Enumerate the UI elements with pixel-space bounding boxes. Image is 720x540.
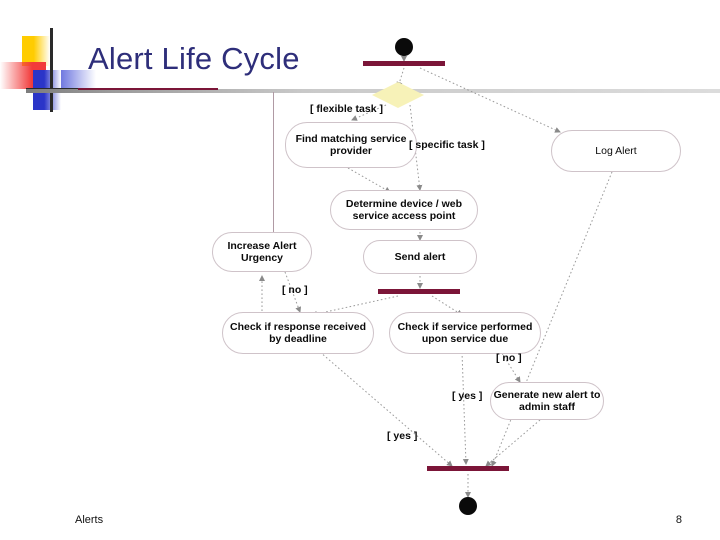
activity-find-matching-service-provider: Find matching service provider [285, 122, 417, 168]
activity-label: Check if service performed upon service … [397, 321, 533, 345]
final-node [459, 497, 477, 515]
fork-bar-top [363, 61, 445, 66]
activity-send-alert: Send alert [363, 240, 477, 274]
join-bar-middle [378, 289, 460, 294]
slide-number: 8 [675, 514, 682, 526]
activity-log-alert: Log Alert [551, 130, 681, 172]
initial-node [395, 38, 413, 56]
activity-label: Log Alert [595, 145, 637, 157]
activity-label: Increase Alert Urgency [227, 240, 297, 264]
activity-generate-new-alert-admin: Generate new alert to admin staff [490, 382, 604, 420]
guard-no-service: [ no ] [496, 352, 522, 364]
page-title: Alert Life Cycle [88, 41, 300, 76]
guard-specific-task: [ specific task ] [409, 139, 485, 151]
title-rule-gray [26, 89, 720, 93]
activity-increase-alert-urgency: Increase Alert Urgency [212, 232, 312, 272]
logo-vertical-line [50, 28, 53, 112]
activity-label: Check if response received by deadline [230, 321, 366, 345]
guard-no-response: [ no ] [282, 284, 308, 296]
diagram-divider [273, 92, 274, 240]
activity-label: Generate new alert to admin staff [493, 389, 601, 413]
guard-yes-response: [ yes ] [387, 430, 418, 442]
guard-yes-service: [ yes ] [452, 390, 483, 402]
activity-label: Determine device / web service access po… [345, 198, 463, 222]
join-bar-bottom [427, 466, 509, 471]
activity-check-service-performed: Check if service performed upon service … [389, 312, 541, 354]
footer-section-label: Alerts [75, 514, 104, 526]
logo-block-yellow [22, 36, 50, 66]
title-rule-accent [78, 88, 218, 90]
activity-label: Find matching service provider [295, 133, 407, 157]
activity-check-response-deadline: Check if response received by deadline [222, 312, 374, 354]
activity-determine-access-point: Determine device / web service access po… [330, 190, 478, 230]
activity-label: Send alert [394, 251, 446, 263]
guard-flexible-task: [ flexible task ] [310, 103, 383, 115]
